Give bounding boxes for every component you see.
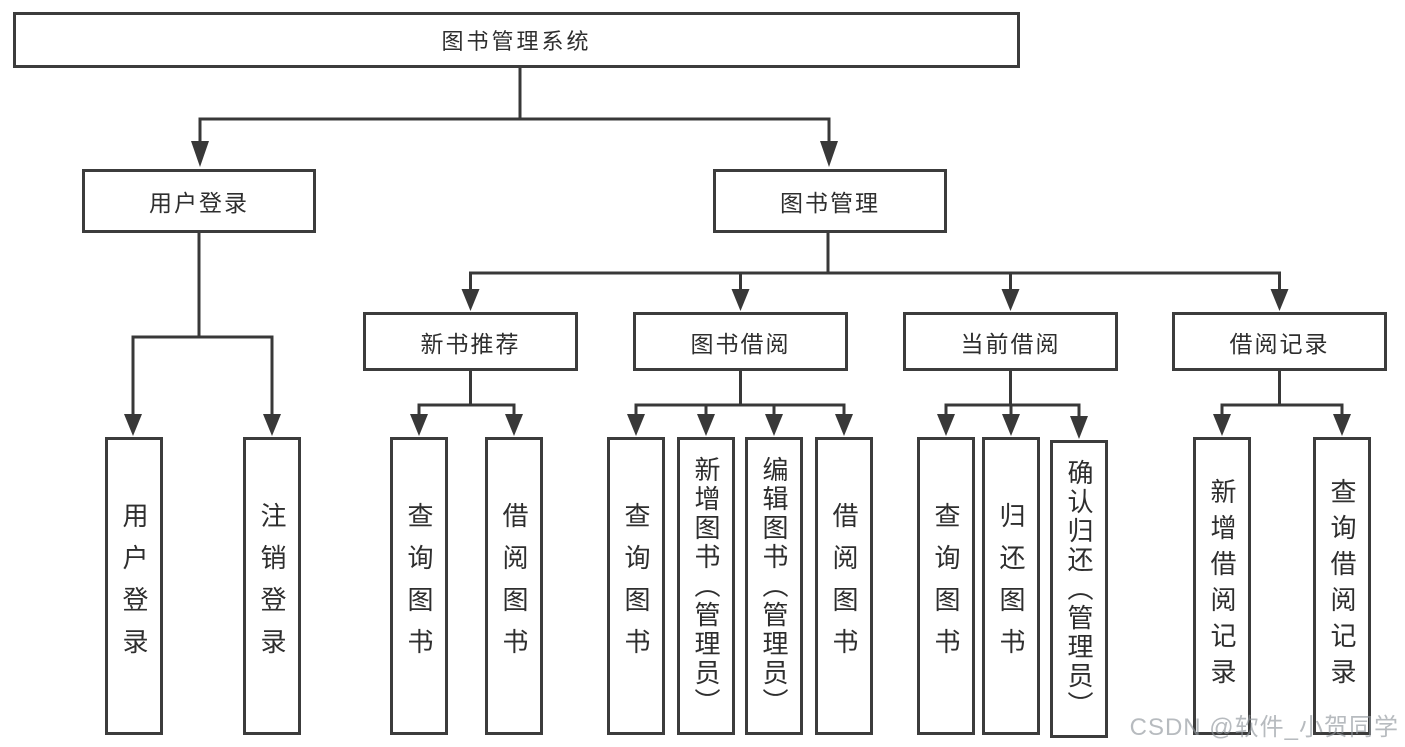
- connector-newbooks-to-leaves: [410, 371, 523, 436]
- node-user-login: 用户登录: [82, 169, 316, 233]
- leaf-borrow-add-books-admin: 新增图书（管理员）: [677, 437, 735, 735]
- node-label: 归还图书: [996, 502, 1026, 670]
- connector-bookborrow-to-leaves: [627, 371, 853, 436]
- csdn-watermark: CSDN @软件_小贺同学: [1129, 714, 1399, 741]
- leaf-current-return-books: 归还图书: [982, 437, 1040, 735]
- connector-userlogin-to-leaves: [124, 233, 281, 436]
- node-label: 注销登录: [257, 502, 287, 670]
- node-new-book-recommend: 新书推荐: [363, 312, 578, 371]
- leaf-records-query-record: 查询借阅记录: [1313, 437, 1371, 735]
- node-book-management: 图书管理: [713, 169, 947, 233]
- node-label: 当前借阅: [960, 330, 1061, 357]
- node-label: 借阅图书: [499, 502, 529, 670]
- node-borrow-records: 借阅记录: [1172, 312, 1387, 371]
- node-label: 查询图书: [931, 502, 961, 670]
- leaf-user-login: 用户登录: [105, 437, 163, 735]
- node-label: 图书管理: [780, 190, 880, 216]
- node-current-borrow: 当前借阅: [903, 312, 1118, 371]
- node-label: 借阅图书: [829, 502, 859, 670]
- node-label: 图书管理系统: [441, 29, 592, 54]
- connector-records-to-leaves: [1213, 371, 1351, 436]
- node-label: 借阅记录: [1229, 330, 1330, 357]
- node-library-management-system: 图书管理系统: [13, 12, 1020, 68]
- node-label: 新增图书（管理员）: [691, 455, 721, 717]
- leaf-current-confirm-return-admin: 确认归还（管理员）: [1050, 440, 1108, 738]
- leaf-borrow-query-books: 查询图书: [607, 437, 665, 735]
- connector-root-to-level2: [191, 68, 838, 167]
- node-label: 图书借阅: [690, 330, 791, 357]
- leaf-newbooks-query-books: 查询图书: [390, 437, 448, 735]
- node-label: 确认归还（管理员）: [1064, 458, 1094, 720]
- connector-bookmgmt-to-level3: [461, 233, 1289, 311]
- leaf-logout: 注销登录: [243, 437, 301, 735]
- node-label: 新书推荐: [420, 330, 521, 357]
- leaf-borrow-edit-books-admin: 编辑图书（管理员）: [745, 437, 803, 735]
- node-label: 新增借阅记录: [1207, 478, 1237, 694]
- leaf-borrow-borrow-books: 借阅图书: [815, 437, 873, 735]
- node-book-borrow: 图书借阅: [633, 312, 848, 371]
- connector-currentborrow-to-leaves: [937, 371, 1088, 439]
- node-label: 查询图书: [621, 502, 651, 670]
- leaf-newbooks-borrow-books: 借阅图书: [485, 437, 543, 735]
- node-label: 用户登录: [149, 190, 249, 216]
- leaf-records-add-record: 新增借阅记录: [1193, 437, 1251, 735]
- node-label: 查询图书: [404, 502, 434, 670]
- leaf-current-query-books: 查询图书: [917, 437, 975, 735]
- node-label: 查询借阅记录: [1327, 478, 1357, 694]
- node-label: 编辑图书（管理员）: [759, 455, 789, 717]
- node-label: 用户登录: [119, 502, 149, 670]
